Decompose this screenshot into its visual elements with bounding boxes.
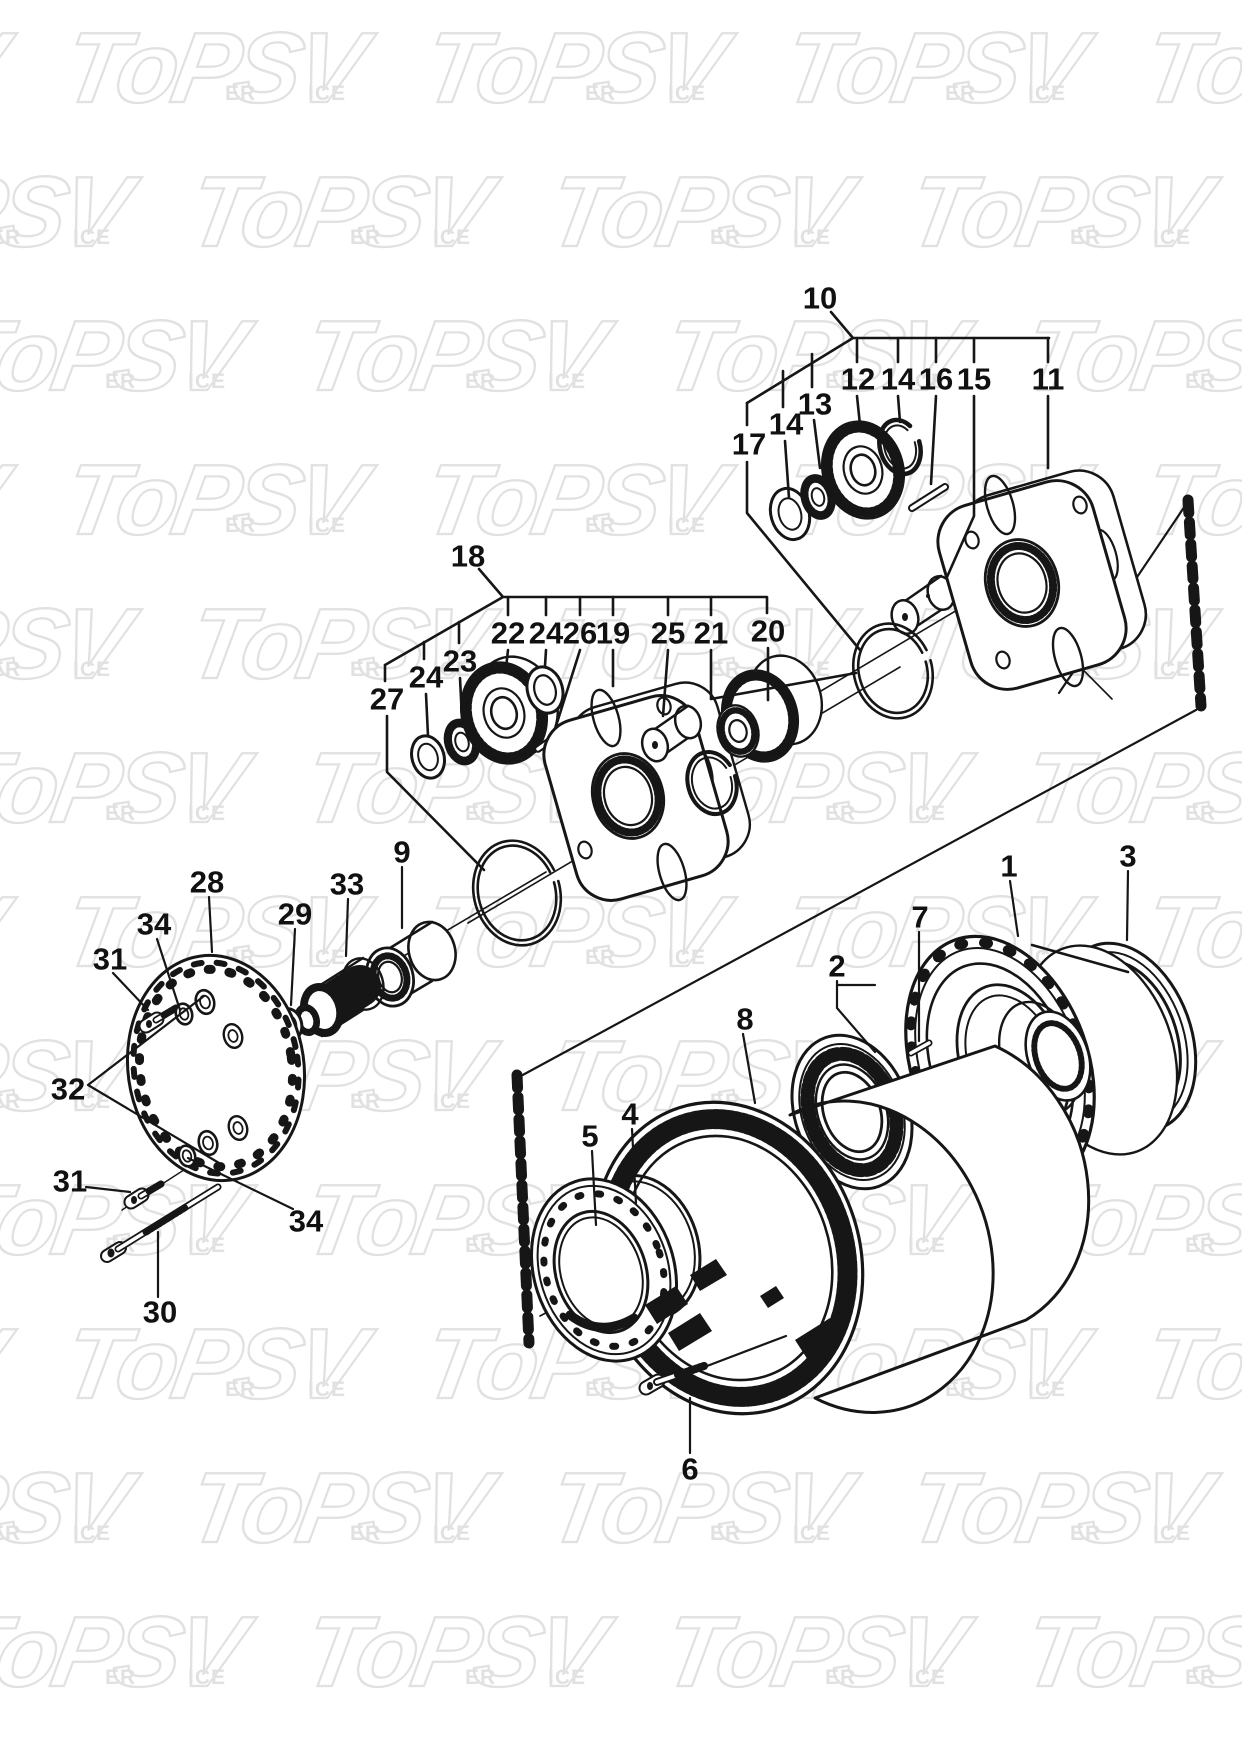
watermark-logo xyxy=(539,1451,868,1565)
watermark-logo xyxy=(179,155,508,269)
callout-33: 33 xyxy=(330,867,364,902)
watermark-logo xyxy=(294,1595,623,1709)
callout-22: 22 xyxy=(491,616,525,651)
callout-24: 24 xyxy=(409,660,444,695)
watermark-logo xyxy=(0,299,263,413)
part-pin-7 xyxy=(907,1039,933,1057)
callout-2: 2 xyxy=(828,949,845,984)
watermark-logo xyxy=(54,443,383,557)
part-retainer-plate-5 xyxy=(529,1177,679,1363)
part-coupling-9 xyxy=(365,920,457,1008)
callout-1: 1 xyxy=(1000,849,1017,884)
break-border-right xyxy=(1182,494,1207,712)
watermark-logo xyxy=(54,11,383,125)
callout-15: 15 xyxy=(957,362,991,397)
callout-14: 14 xyxy=(881,362,916,397)
part-bolt-31b xyxy=(123,1180,165,1210)
callout-25: 25 xyxy=(651,616,685,651)
boundary-diagonal-bottom xyxy=(517,708,1198,1079)
watermark-logo xyxy=(899,1451,1228,1565)
watermark-logo xyxy=(179,1451,508,1565)
callout-7: 7 xyxy=(911,900,928,935)
callout-4: 4 xyxy=(621,1097,639,1132)
watermark-logo xyxy=(0,155,148,269)
leader-lines-group-18 xyxy=(383,567,858,872)
callout-20: 20 xyxy=(751,614,785,649)
part-bushing-23 xyxy=(443,718,481,766)
callout-30: 30 xyxy=(143,1295,177,1330)
watermark-logo xyxy=(1014,1595,1242,1709)
callout-29: 29 xyxy=(278,897,312,932)
callout-21: 21 xyxy=(694,616,728,651)
part-snap-ring-14b xyxy=(877,417,923,477)
callout-34: 34 xyxy=(137,907,172,942)
watermark-logo xyxy=(774,11,1103,125)
part-retaining-ring-27 xyxy=(471,839,563,947)
callout-10: 10 xyxy=(803,281,837,316)
watermark-logo xyxy=(899,155,1228,269)
callout-32: 32 xyxy=(51,1072,85,1107)
part-planet-carrier-19 xyxy=(542,681,752,902)
callout-6: 6 xyxy=(681,1452,698,1487)
callout-31: 31 xyxy=(93,942,127,977)
callout-14: 14 xyxy=(769,407,804,442)
callout-8: 8 xyxy=(736,1002,753,1037)
callout-23: 23 xyxy=(443,644,477,679)
leader-lines-group-left xyxy=(84,865,404,1299)
slot-cutouts xyxy=(645,1259,843,1360)
part-retaining-ring-17 xyxy=(851,622,935,720)
watermark-logo xyxy=(654,1595,983,1709)
callout-28: 28 xyxy=(190,865,224,900)
leader-lines-group-bottom xyxy=(590,869,1130,1455)
part-planet-carrier-11 xyxy=(936,469,1148,691)
part-bolt-31a xyxy=(138,1004,180,1034)
callout-17: 17 xyxy=(732,427,766,462)
callout-19: 19 xyxy=(596,616,630,651)
watermark-logo xyxy=(539,155,868,269)
watermark-logo xyxy=(0,731,263,845)
part-planet-shaft-25 xyxy=(640,704,703,763)
callout-34: 34 xyxy=(289,1204,324,1239)
watermark-logo xyxy=(0,443,23,557)
callout-18: 18 xyxy=(451,539,485,574)
part-bolt-6 xyxy=(638,1362,708,1396)
part-washer-24a xyxy=(410,734,446,780)
watermark-logo xyxy=(1134,11,1242,125)
callout-3: 3 xyxy=(1119,839,1136,874)
callout-24: 24 xyxy=(529,616,564,651)
watermark-logo xyxy=(414,875,743,989)
callout-31: 31 xyxy=(53,1164,87,1199)
watermark-logo xyxy=(294,299,623,413)
callout-26: 26 xyxy=(563,616,597,651)
watermark-logo xyxy=(0,875,23,989)
callout-27: 27 xyxy=(370,682,404,717)
watermark-logo xyxy=(0,587,148,701)
watermark-logo xyxy=(0,1451,148,1565)
break-border-left xyxy=(511,1069,535,1349)
callout-11: 11 xyxy=(1032,362,1065,397)
part-washer-34b xyxy=(177,1129,219,1168)
watermark-logo xyxy=(0,11,23,125)
callout-5: 5 xyxy=(581,1119,598,1154)
watermark-logo xyxy=(0,1595,263,1709)
watermark-logo xyxy=(1134,1307,1242,1421)
callout-9: 9 xyxy=(393,835,410,870)
callout-13: 13 xyxy=(798,387,832,422)
watermark-logo xyxy=(54,1307,383,1421)
callout-16: 16 xyxy=(919,362,953,397)
part-washer-24b xyxy=(525,665,565,715)
leader-lines-group-10 xyxy=(745,310,1051,652)
part-snap-ring-21 xyxy=(685,750,739,816)
watermark-logo xyxy=(414,11,743,125)
part-stud-30 xyxy=(100,1183,222,1263)
line-art xyxy=(84,310,1207,1455)
callout-12: 12 xyxy=(841,362,875,397)
watermark-logo xyxy=(0,1307,23,1421)
part-pin-16 xyxy=(908,483,949,512)
